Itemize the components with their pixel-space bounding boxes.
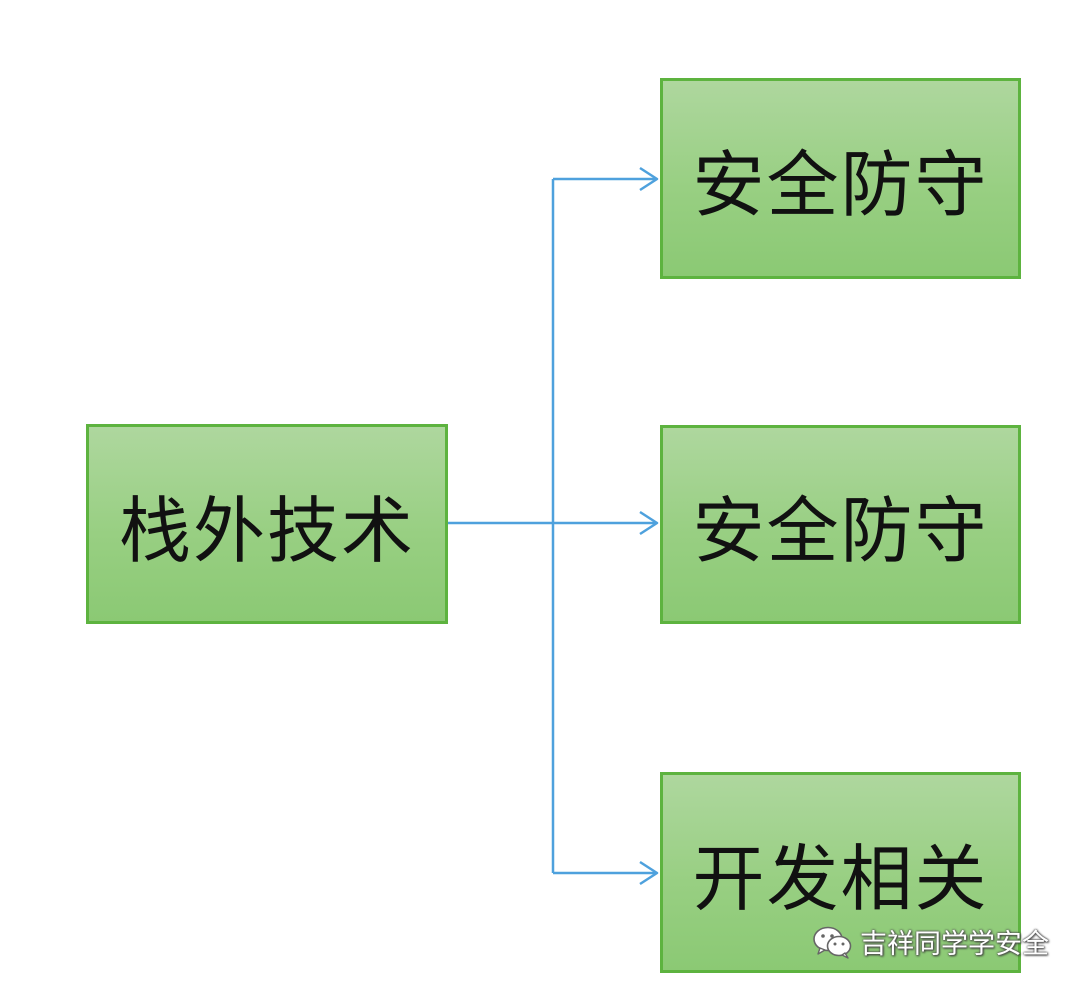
arrowhead-child-1 [639,166,659,192]
watermark-text: 吉祥同学学安全 [860,929,1049,960]
child-node-box: 安全防守 [660,425,1021,624]
arrowhead-child-3 [639,860,659,886]
root-node-label: 栈外技术 [118,488,415,573]
child-node-label: 安全防守 [692,489,989,573]
child-node-box: 安全防守 [660,78,1021,279]
root-node-box: 栈外技术 [86,424,448,624]
wechat-icon [812,924,854,960]
child-node-label: 开发相关 [692,837,989,921]
watermark: 吉祥同学学安全 [812,922,1049,961]
arrowhead-child-2 [639,510,659,536]
child-node-label: 安全防守 [692,143,989,227]
